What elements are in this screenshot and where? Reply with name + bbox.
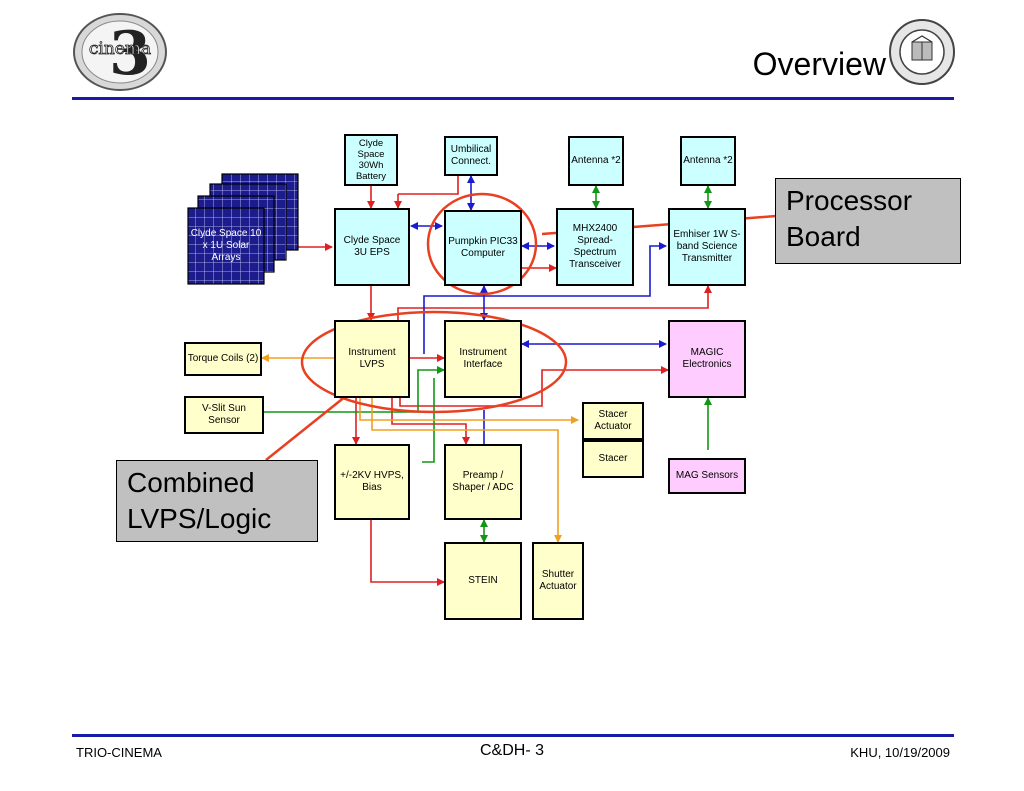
- footer-project: TRIO-CINEMA: [76, 745, 162, 760]
- combined-lvps-callout: Combined LVPS/Logic: [116, 460, 318, 542]
- solar-array-stack: [186, 172, 300, 286]
- transceiver-block: MHX2400 Spread-Spectrum Transceiver: [556, 208, 634, 286]
- interface-block: Instrument Interface: [444, 320, 522, 398]
- stacer-block: Stacer: [582, 440, 644, 478]
- university-seal: [888, 14, 956, 90]
- stacer-actuator-block: Stacer Actuator: [582, 402, 644, 440]
- computer-block: Pumpkin PIC33 Computer: [444, 210, 522, 286]
- footer-slide-number: C&DH- 3: [480, 742, 545, 759]
- footer-rule: [72, 734, 954, 737]
- processor-highlight-ellipse: [426, 192, 538, 296]
- eps-block: Clyde Space 3U EPS: [334, 208, 410, 286]
- preamp-block: Preamp / Shaper / ADC: [444, 444, 522, 520]
- shutter-block: Shutter Actuator: [532, 542, 584, 620]
- battery-block: Clyde Space 30Wh Battery: [344, 134, 398, 186]
- solar-arrays-label: Clyde Space 10 x 1U Solar Arrays: [190, 228, 262, 263]
- torque-coils-block: Torque Coils (2): [184, 342, 262, 376]
- sun-sensor-block: V-Slit Sun Sensor: [184, 396, 264, 434]
- stein-block: STEIN: [444, 542, 522, 620]
- umbilical-block: Umbilical Connect.: [444, 136, 498, 176]
- lvps-highlight-ellipse: [300, 310, 568, 414]
- header-rule: [72, 97, 954, 100]
- footer-date: KHU, 10/19/2009: [850, 745, 950, 760]
- processor-board-callout: Processor Board: [775, 178, 961, 264]
- logo-text: cinema: [89, 39, 151, 59]
- logo-numeral: 3: [109, 19, 151, 89]
- transmitter-block: Emhiser 1W S-band Science Transmitter: [668, 208, 746, 286]
- page-title: Overview: [752, 46, 886, 82]
- lvps-block: Instrument LVPS: [334, 320, 410, 398]
- antenna-block-1: Antenna *2: [568, 136, 624, 186]
- hvps-block: +/-2KV HVPS, Bias: [334, 444, 410, 520]
- magic-block: MAGIC Electronics: [668, 320, 746, 398]
- cinema-logo: 3 cinema: [72, 12, 168, 92]
- mag-sensors-block: MAG Sensors: [668, 458, 746, 494]
- antenna-block-2: Antenna *2: [680, 136, 736, 186]
